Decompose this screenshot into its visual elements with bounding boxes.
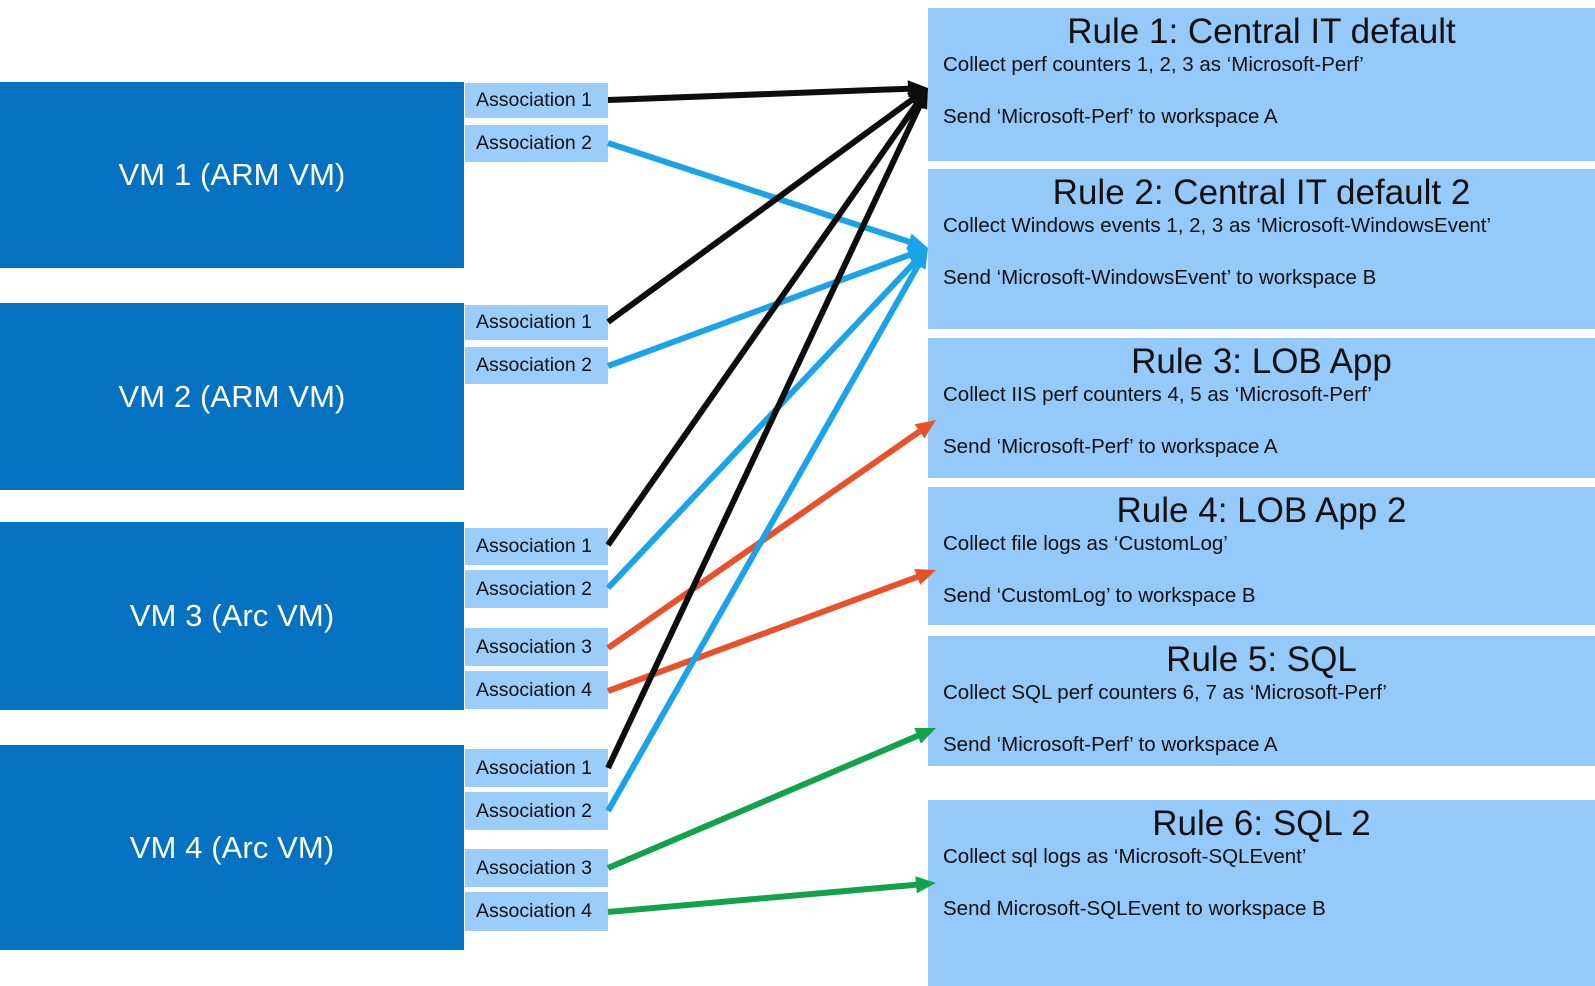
association-label: Association 1: [476, 311, 592, 333]
rule-send-statement: Send Microsoft-SQLEvent to workspace B: [943, 896, 1326, 920]
rule-send-statement: Send ‘Microsoft-Perf’ to workspace A: [943, 732, 1278, 756]
vm-box-1[interactable]: VM 1 (ARM VM): [0, 82, 464, 268]
association-label: Association 2: [476, 577, 592, 600]
association-chip-vm4-3[interactable]: Association 3: [465, 849, 608, 887]
vm-label: VM 1 (ARM VM): [118, 157, 346, 192]
rule-collect-statement: Collect perf counters 1, 2, 3 as ‘Micros…: [943, 52, 1364, 76]
rule-send-statement: Send ‘Microsoft-WindowsEvent’ to workspa…: [943, 265, 1377, 289]
rule-collect-statement: Collect file logs as ‘CustomLog’: [943, 531, 1228, 555]
rule-title: Rule 5: SQL: [1166, 640, 1357, 679]
association-chip-vm1-2[interactable]: Association 2: [465, 125, 608, 162]
association-chip-vm3-3[interactable]: Association 3: [465, 628, 608, 666]
connection-arrow-5: [605, 88, 928, 547]
rule-collect-statement: Collect SQL perf counters 6, 7 as ‘Micro…: [943, 680, 1387, 704]
vm-box-4[interactable]: VM 4 (Arc VM): [0, 745, 464, 950]
vm-label: VM 3 (Arc VM): [129, 598, 335, 633]
connection-arrow-8: [606, 568, 936, 694]
rule-collect-statement: Collect Windows events 1, 2, 3 as ‘Micro…: [943, 213, 1492, 237]
connection-arrow-4: [606, 246, 928, 369]
vm-box-3[interactable]: VM 3 (Arc VM): [0, 522, 464, 710]
connection-arrow-9: [605, 88, 928, 770]
connection-arrow-2: [607, 140, 928, 250]
rule-title: Rule 4: LOB App 2: [1116, 491, 1407, 530]
connection-arrow-1: [607, 80, 928, 103]
association-chip-vm4-4[interactable]: Association 4: [465, 892, 608, 931]
rule-title: Rule 1: Central IT default: [1067, 12, 1456, 51]
association-chip-vm1-1[interactable]: Association 1: [465, 83, 608, 118]
rule-collect-statement: Collect sql logs as ‘Microsoft-SQLEvent’: [943, 844, 1307, 868]
rule-title: Rule 6: SQL 2: [1152, 804, 1371, 843]
association-label: Association 2: [476, 354, 592, 376]
association-chip-vm4-1[interactable]: Association 1: [465, 749, 608, 787]
vm-label: VM 4 (Arc VM): [129, 829, 335, 865]
association-chip-vm2-2[interactable]: Association 2: [465, 347, 608, 384]
rule-collect-statement: Collect IIS perf counters 4, 5 as ‘Micro…: [943, 382, 1372, 406]
connection-arrow-10: [605, 248, 928, 813]
rule-title: Rule 2: Central IT default 2: [1052, 173, 1471, 212]
association-label: Association 2: [476, 132, 592, 154]
rule-title: Rule 3: LOB App: [1131, 342, 1392, 381]
rule-send-statement: Send ‘Microsoft-Perf’ to workspace A: [943, 434, 1278, 458]
connection-arrow-11: [606, 728, 936, 871]
association-label: Association 1: [476, 89, 592, 111]
association-label: Association 4: [476, 678, 592, 701]
association-chip-vm4-2[interactable]: Association 2: [465, 792, 608, 830]
association-label: Association 4: [476, 900, 592, 922]
association-label: Association 3: [476, 635, 592, 658]
association-label: Association 1: [476, 756, 592, 779]
association-chip-vm2-1[interactable]: Association 1: [465, 305, 608, 340]
rule-send-statement: Send ‘CustomLog’ to workspace B: [943, 583, 1256, 607]
association-chip-vm3-1[interactable]: Association 1: [465, 528, 608, 565]
connection-arrow-12: [607, 876, 936, 915]
association-label: Association 3: [476, 856, 592, 879]
association-chip-vm3-4[interactable]: Association 4: [465, 671, 608, 709]
vm-label: VM 2 (ARM VM): [118, 378, 346, 414]
association-label: Association 1: [476, 535, 592, 557]
vm-box-2[interactable]: VM 2 (ARM VM): [0, 303, 464, 490]
connection-arrow-6: [605, 248, 928, 591]
association-label: Association 2: [476, 799, 592, 822]
rule-send-statement: Send ‘Microsoft-Perf’ to workspace A: [943, 104, 1278, 128]
connection-arrow-7: [606, 420, 936, 651]
association-chip-vm3-2[interactable]: Association 2: [465, 570, 608, 608]
connection-arrow-3: [606, 88, 928, 325]
